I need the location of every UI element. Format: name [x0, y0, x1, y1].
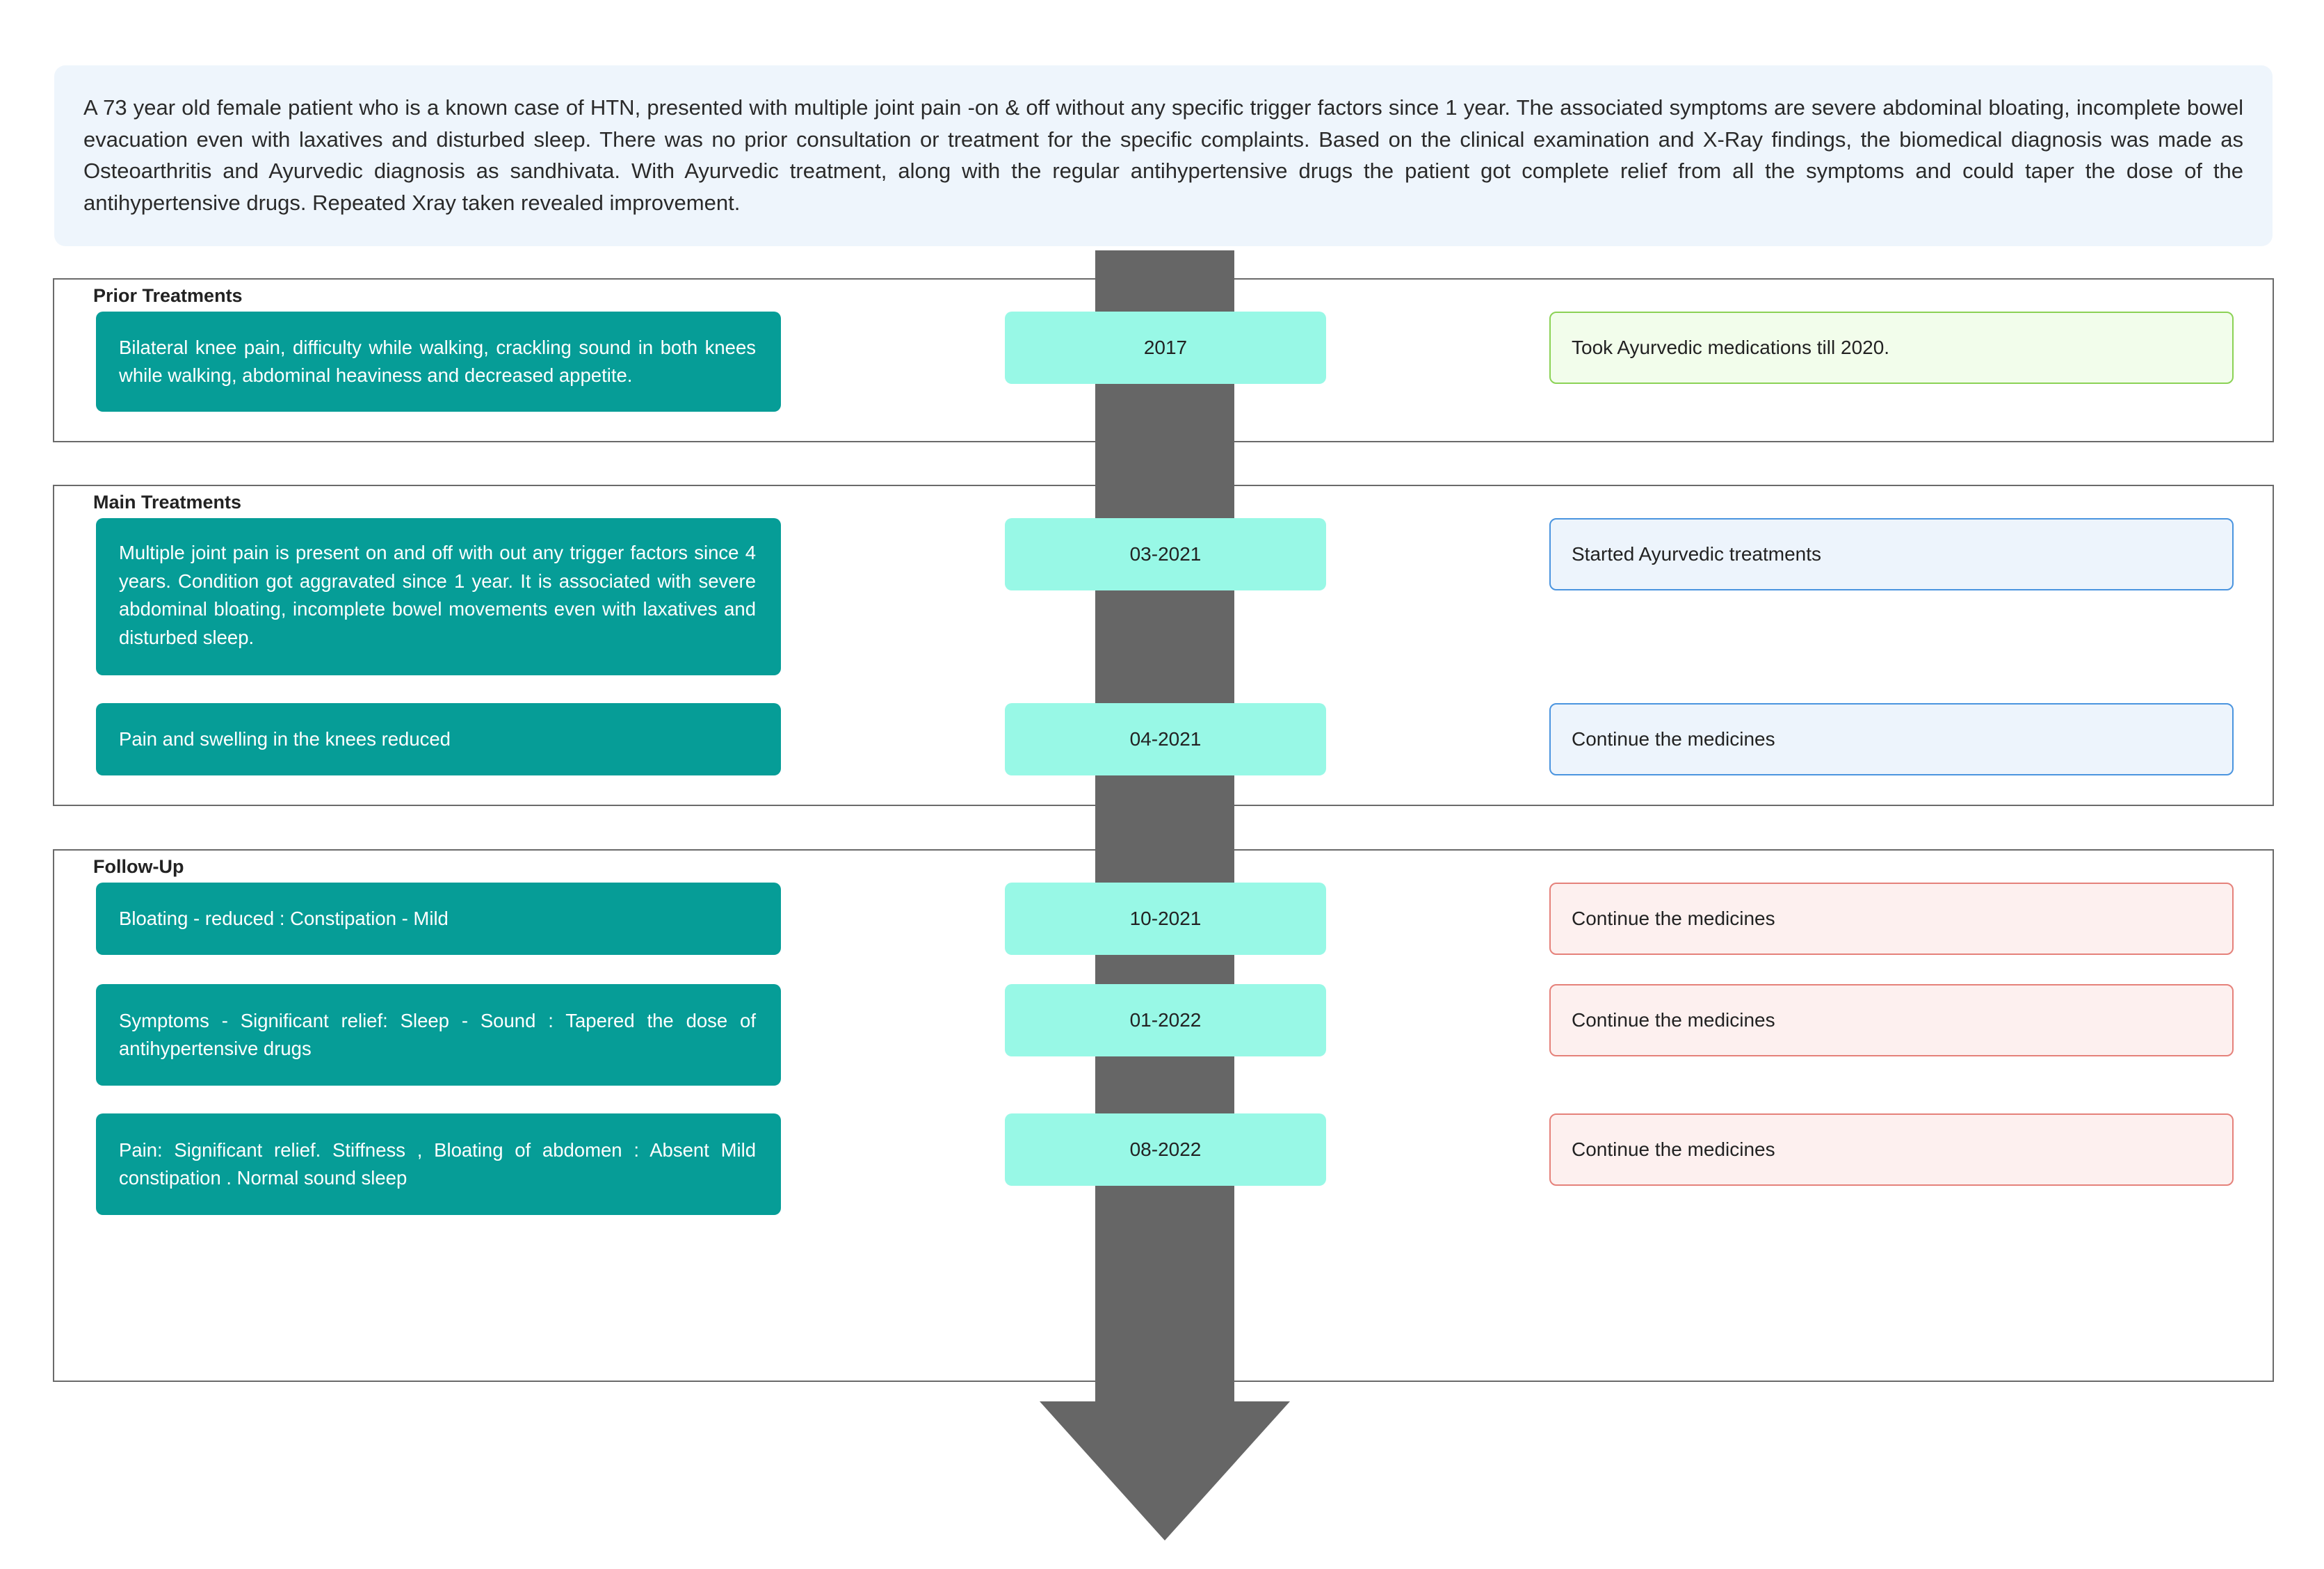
symptom-box: Bloating - reduced : Constipation - Mild [96, 883, 781, 955]
date-box: 08-2022 [1005, 1113, 1326, 1186]
date-box: 10-2021 [1005, 883, 1326, 955]
case-summary: A 73 year old female patient who is a kn… [54, 65, 2273, 246]
symptom-box: Symptoms - Significant relief: Sleep - S… [96, 984, 781, 1086]
timeline-arrow-shaft [1095, 250, 1234, 1402]
symptom-box: Pain: Significant relief. Stiffness , Bl… [96, 1113, 781, 1215]
section-title: Main Treatments [93, 492, 242, 513]
date-box: 01-2022 [1005, 984, 1326, 1056]
action-box: Continue the medicines [1549, 883, 2234, 955]
action-box: Took Ayurvedic medications till 2020. [1549, 312, 2234, 384]
action-box: Continue the medicines [1549, 703, 2234, 775]
action-box: Continue the medicines [1549, 984, 2234, 1056]
action-box: Started Ayurvedic treatments [1549, 518, 2234, 590]
section-title: Prior Treatments [93, 285, 243, 306]
symptom-box: Multiple joint pain is present on and of… [96, 518, 781, 675]
symptom-box: Pain and swelling in the knees reduced [96, 703, 781, 775]
timeline-arrow-head [1040, 1401, 1290, 1540]
symptom-box: Bilateral knee pain, difficulty while wa… [96, 312, 781, 412]
action-box: Continue the medicines [1549, 1113, 2234, 1186]
date-box: 04-2021 [1005, 703, 1326, 775]
date-box: 2017 [1005, 312, 1326, 384]
date-box: 03-2021 [1005, 518, 1326, 590]
section-title: Follow-Up [93, 856, 184, 877]
